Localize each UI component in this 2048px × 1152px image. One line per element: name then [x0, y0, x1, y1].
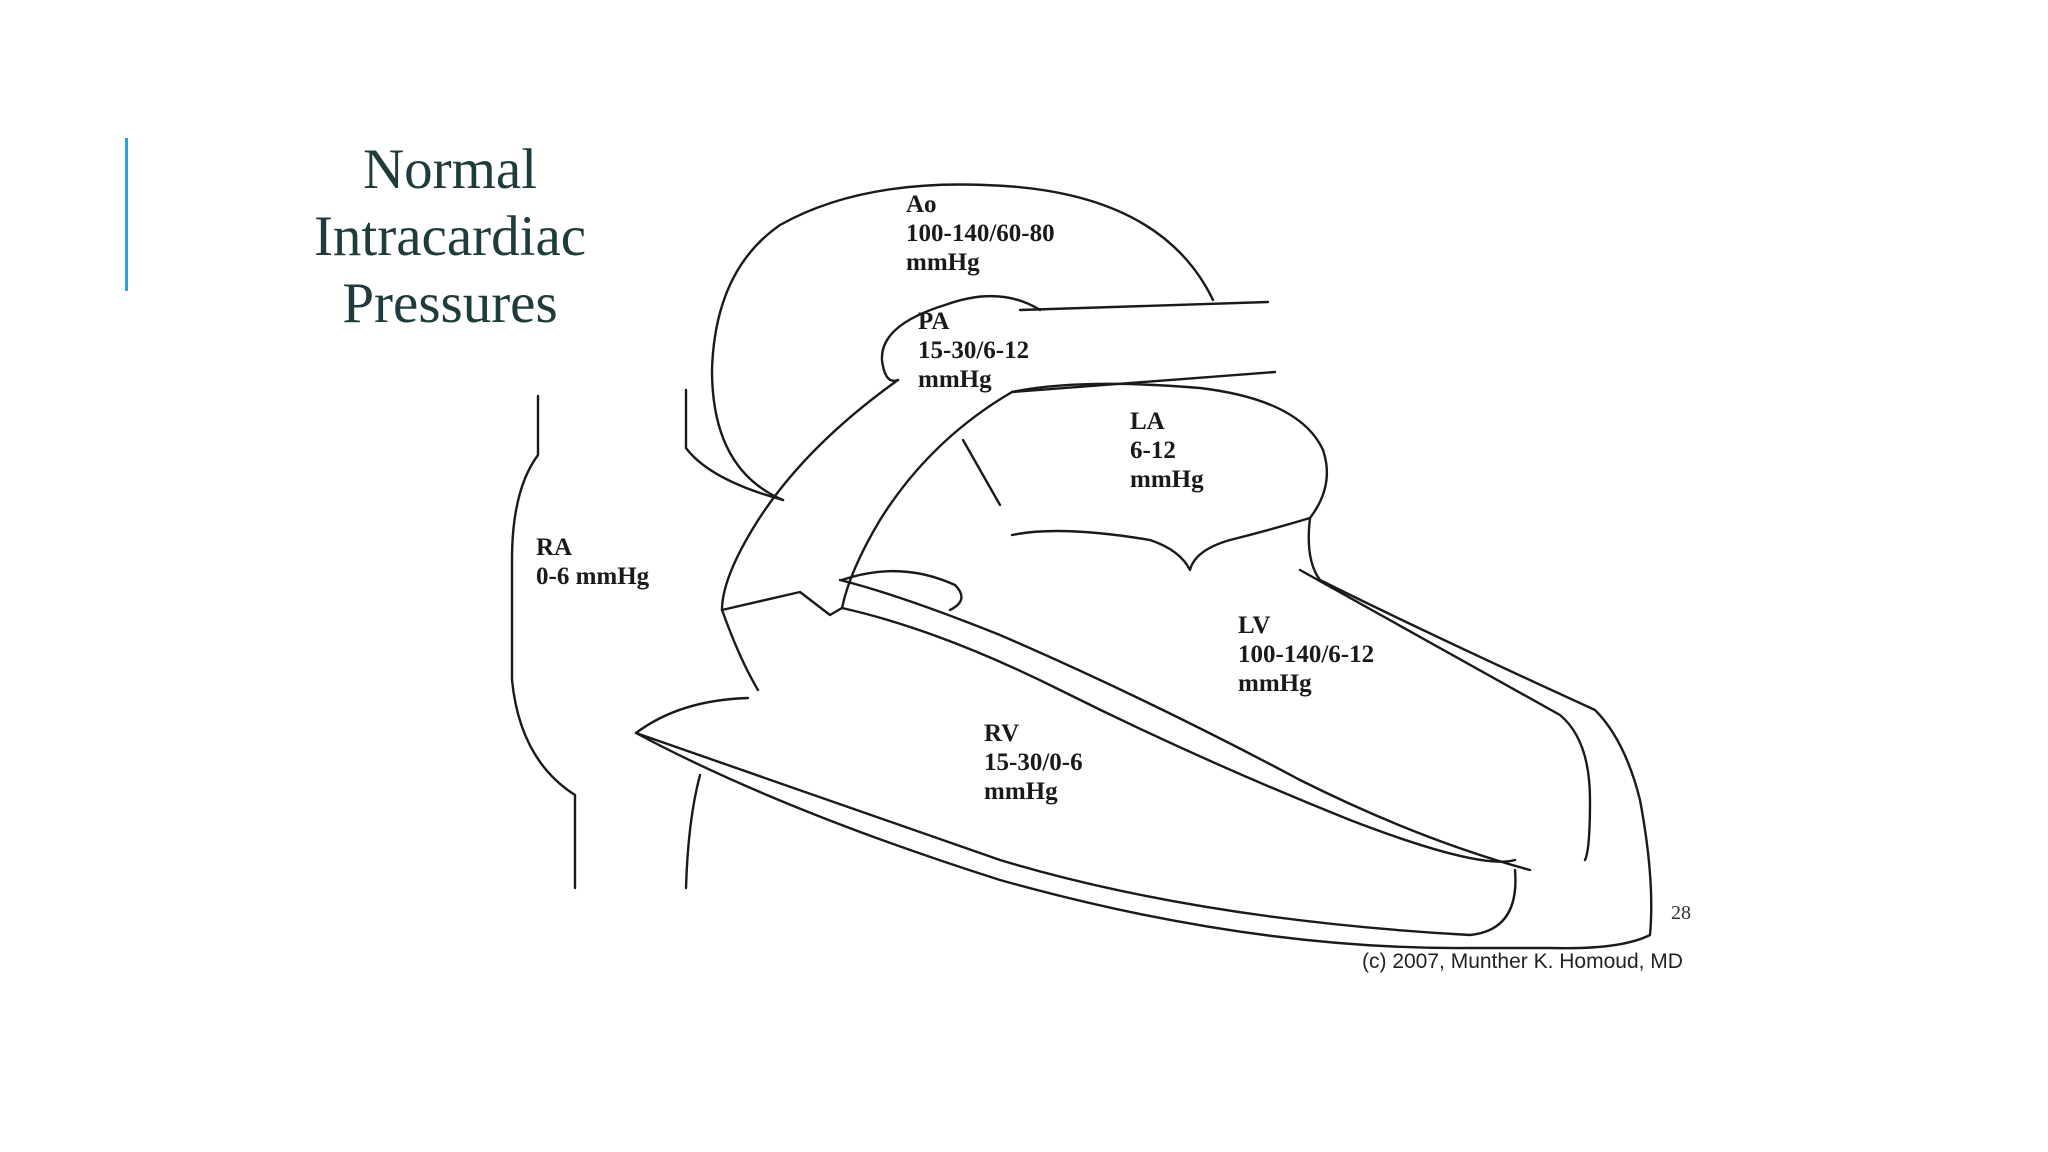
- ra-lower-wall: [720, 608, 760, 692]
- lv-inner-wall: [1298, 568, 1592, 862]
- slide-number: 28: [1671, 902, 1691, 924]
- pa-unit: mmHg: [918, 366, 992, 393]
- lv-outer-wall: [1307, 516, 1653, 950]
- septum-upper: [840, 569, 963, 612]
- la-unit: mmHg: [1130, 466, 1204, 493]
- ra-rv-junction: [720, 590, 844, 617]
- rv-unit: mmHg: [984, 778, 1058, 805]
- pa-name: PA: [918, 308, 950, 335]
- ao-name: Ao: [906, 191, 937, 218]
- ao-label: Ao 100-140/60-80 mmHg: [906, 190, 1055, 277]
- pa-label: PA 15-30/6-12 mmHg: [918, 307, 1029, 394]
- rv-outline: [634, 696, 1517, 937]
- ao-value: 100-140/60-80: [906, 220, 1055, 247]
- septum-line-2: [840, 606, 1517, 863]
- la-name: LA: [1130, 408, 1165, 435]
- la-inner-line: [961, 438, 1002, 507]
- pa-trunk-right: [840, 390, 1014, 610]
- lv-name: LV: [1238, 612, 1271, 639]
- ra-label: RA 0-6 mmHg: [536, 533, 649, 591]
- ra-name: RA: [536, 534, 573, 561]
- lv-unit: mmHg: [1238, 670, 1312, 697]
- ivc-wall: [684, 773, 702, 890]
- ra-inner-wall: [684, 388, 785, 502]
- rv-value: 15-30/0-6: [984, 749, 1083, 776]
- vena-cava-outline: [510, 394, 577, 890]
- la-value: 6-12: [1130, 437, 1176, 464]
- aorta-lower-line: [1018, 300, 1270, 312]
- pa-outline: [880, 294, 1042, 382]
- la-outline: [1010, 382, 1329, 572]
- ra-value: 0-6 mmHg: [536, 563, 650, 590]
- pa-value: 15-30/6-12: [918, 337, 1030, 364]
- la-label: LA 6-12 mmHg: [1130, 407, 1204, 494]
- pa-lower-line: [1010, 370, 1277, 394]
- rv-lower-wall: [634, 731, 1472, 950]
- title-line-3: Pressures: [342, 272, 558, 335]
- rv-label: RV 15-30/0-6 mmHg: [984, 719, 1083, 806]
- copyright-text: (c) 2007, Munther K. Homoud, MD: [1362, 950, 1683, 973]
- lv-label: LV 100-140/6-12 mmHg: [1238, 611, 1374, 698]
- pa-trunk-left: [720, 378, 900, 612]
- accent-bar: [125, 138, 128, 291]
- title-line-2: Intracardiac: [313, 205, 587, 268]
- aortic-arch-outline: [710, 183, 1215, 502]
- page-title: Normal Intracardiac Pressures: [200, 136, 700, 337]
- lv-value: 100-140/6-12: [1238, 641, 1375, 668]
- title-line-1: Normal: [362, 138, 538, 201]
- septum-line-1: [838, 578, 1532, 872]
- ao-unit: mmHg: [906, 249, 980, 276]
- rv-name: RV: [984, 720, 1020, 747]
